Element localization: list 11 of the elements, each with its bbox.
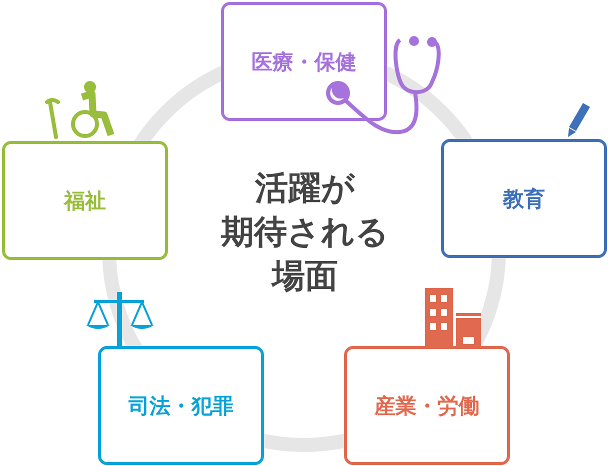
category-label: 教育 (503, 186, 545, 212)
center-heading: 活躍が期待される場面 (220, 167, 390, 297)
category-label: 福祉 (64, 188, 106, 214)
category-box (344, 346, 510, 465)
category-box (441, 139, 607, 258)
category-box (98, 346, 264, 465)
category-box (2, 141, 168, 260)
category-label: 医療・保健 (252, 48, 356, 76)
category-label: 司法・犯罪 (128, 392, 234, 420)
category-label: 産業・労働 (374, 392, 480, 420)
category-box (221, 2, 387, 121)
